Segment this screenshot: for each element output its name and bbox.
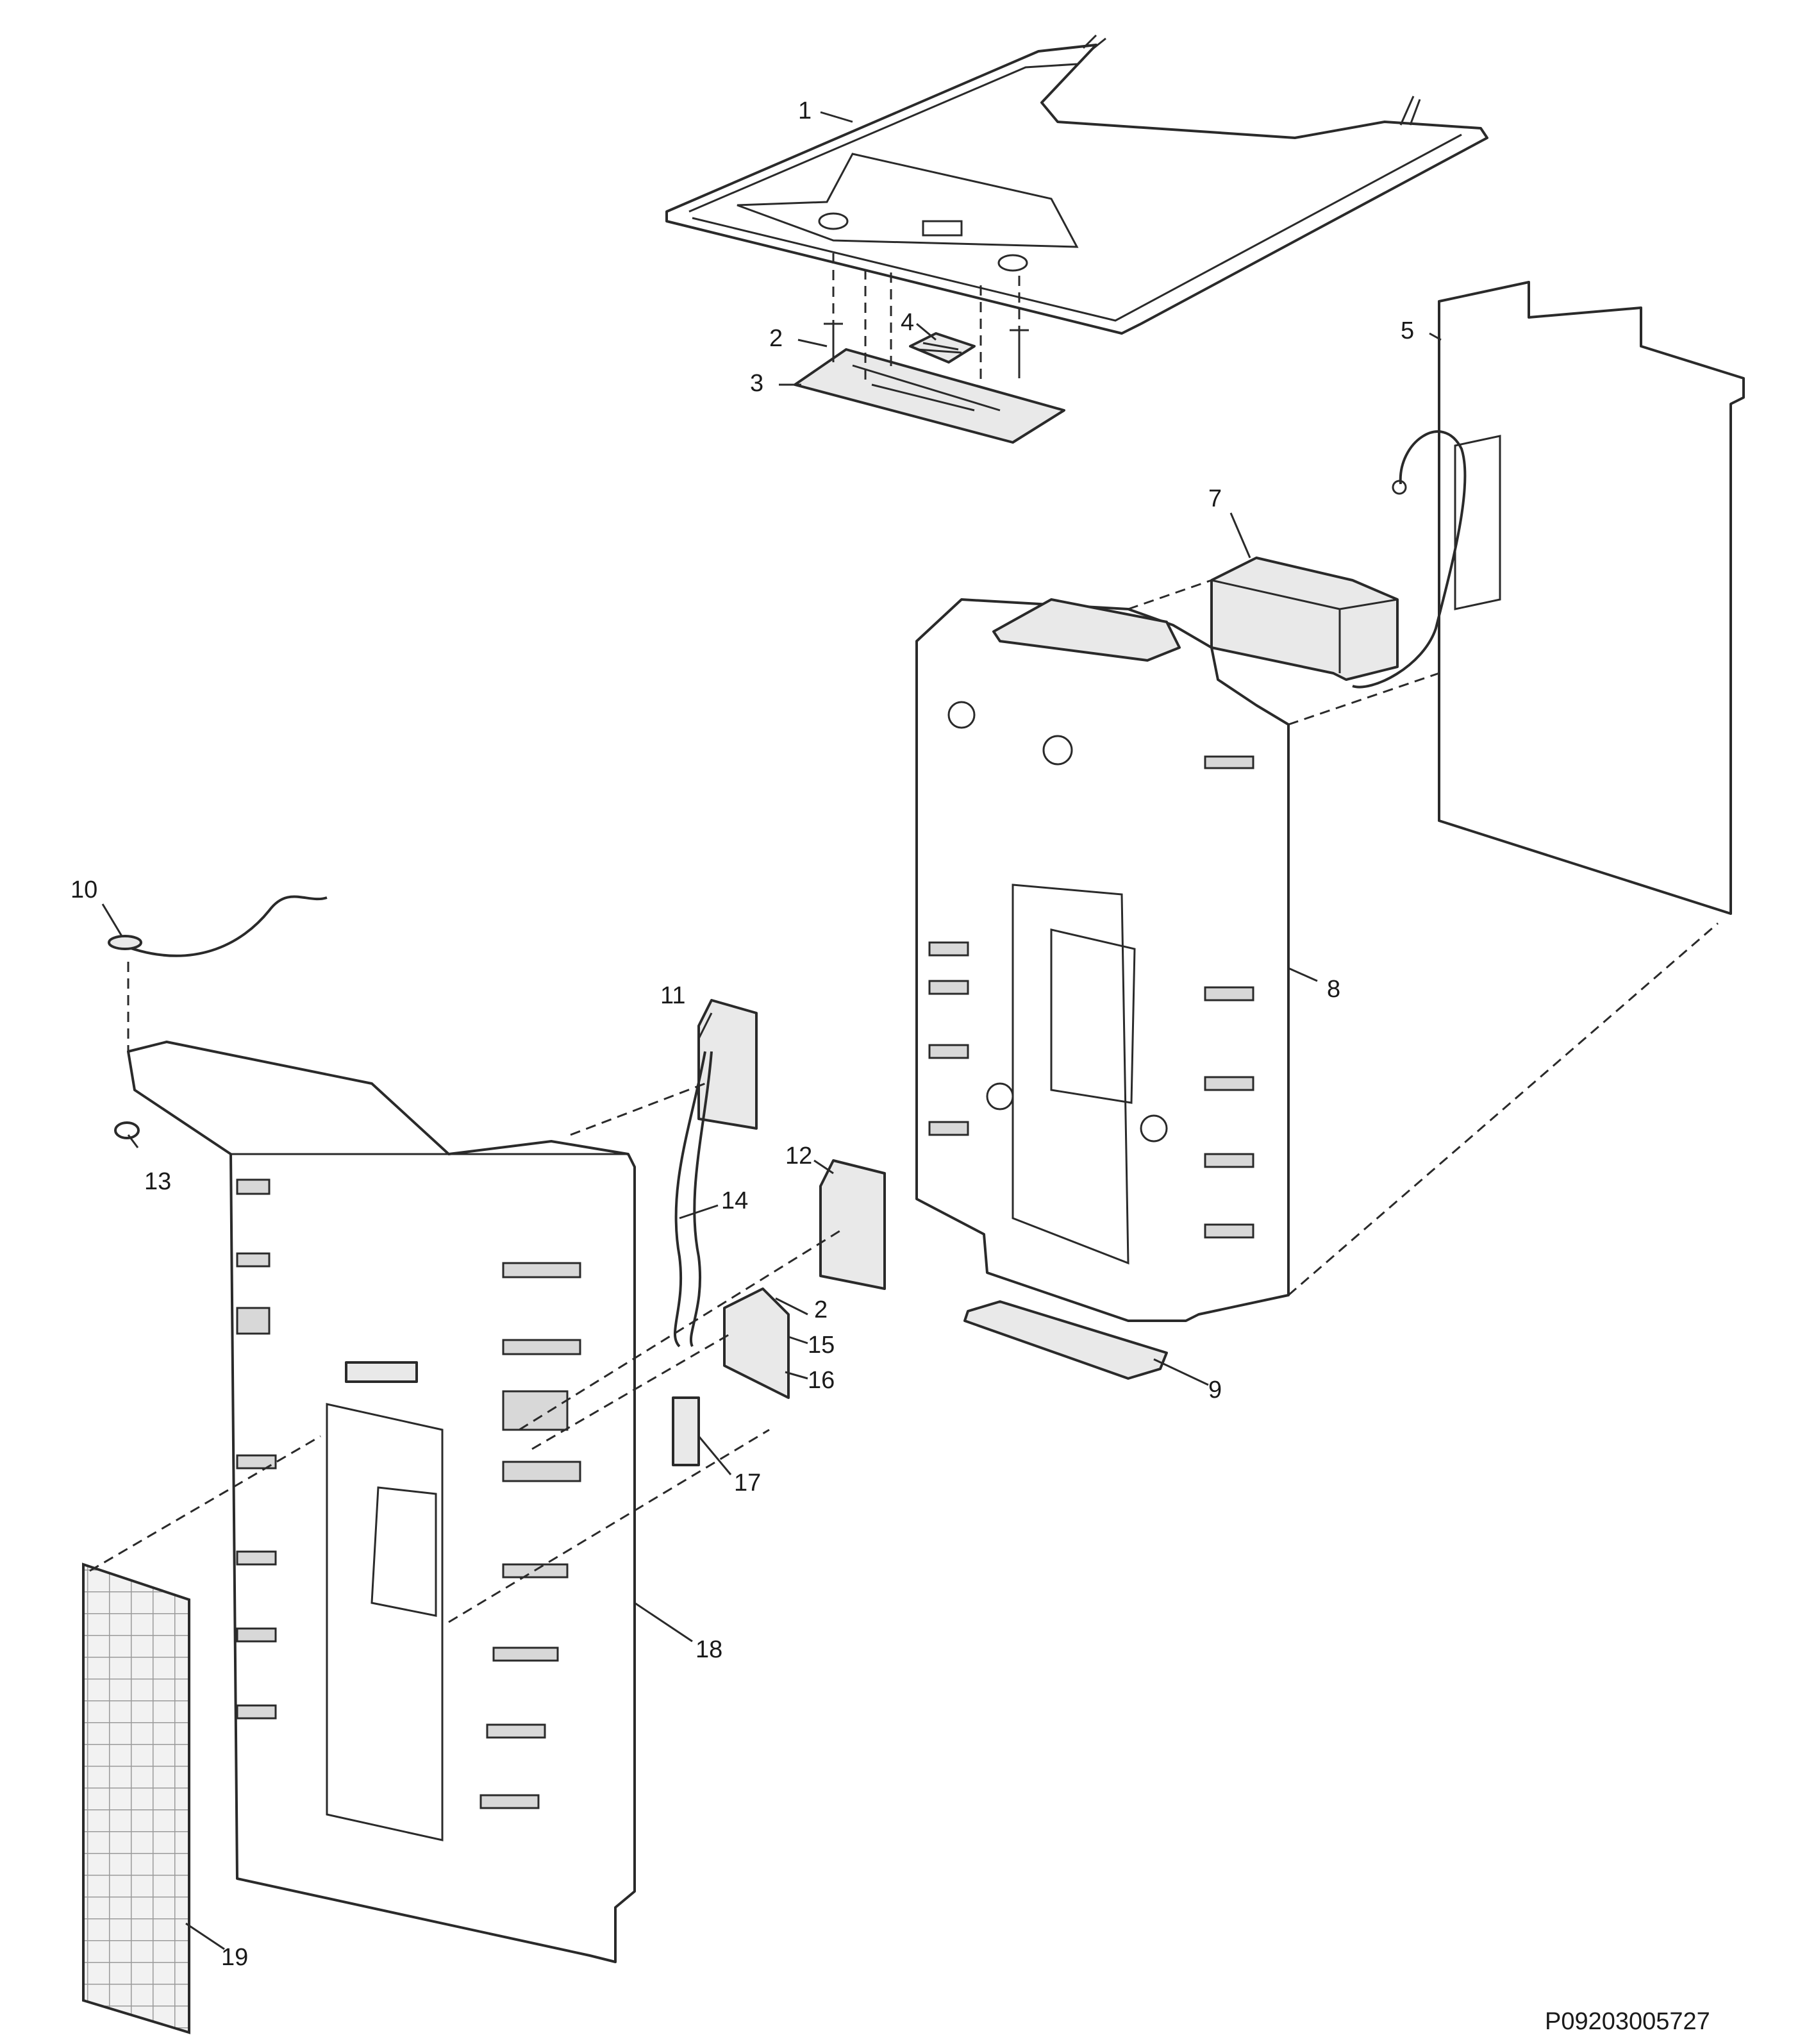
callout-12: 12 [785, 1143, 812, 1169]
callout-18: 18 [696, 1636, 722, 1663]
callout-1: 1 [798, 97, 812, 124]
part-15-16-switch-housing [723, 1287, 790, 1399]
callout-2-top: 2 [769, 325, 783, 352]
callout-9: 9 [1208, 1377, 1222, 1403]
dash-lines-assembly [89, 579, 1719, 1623]
part-18-dispenser-housing [127, 1041, 636, 1963]
callout-labels: 1 2 3 4 5 7 8 9 10 11 12 13 14 2 15 16 1… [71, 97, 1414, 1971]
callout-13: 13 [144, 1168, 171, 1195]
callout-17: 17 [734, 1470, 761, 1496]
part-5-back-panel [1352, 281, 1745, 915]
drawing-code: P09203005727 [1545, 2008, 1710, 2035]
part-10-sensor-wire [108, 895, 328, 957]
callout-19: 19 [221, 1944, 248, 1971]
part-9-bottom-rail [963, 1300, 1168, 1380]
callout-8: 8 [1327, 976, 1340, 1003]
part-14-wire-harness [674, 1051, 713, 1348]
part-11-bracket [697, 999, 758, 1130]
callout-2-lower: 2 [814, 1296, 828, 1323]
part-3-mounting-plate [794, 348, 1065, 444]
callout-16: 16 [808, 1367, 835, 1394]
leader-lines [101, 111, 1442, 1950]
callout-4: 4 [901, 309, 914, 336]
callout-14: 14 [721, 1187, 748, 1214]
callout-7: 7 [1208, 485, 1222, 512]
part-7-motor-unit [1210, 557, 1399, 681]
part-17-spring [672, 1396, 700, 1466]
part-1-top-tray [665, 34, 1488, 335]
callout-5: 5 [1401, 317, 1414, 344]
part-13-bulb [114, 1121, 140, 1139]
callout-10: 10 [71, 876, 97, 903]
part-12-bracket [819, 1159, 886, 1290]
part-19-drip-grille [82, 1562, 190, 2034]
part-8-inner-panel [915, 598, 1290, 1322]
part-4-heating-element [909, 332, 976, 364]
callout-3: 3 [750, 370, 763, 397]
dash-lines-top [832, 253, 1020, 385]
callout-15: 15 [808, 1332, 835, 1359]
callout-11: 11 [660, 982, 685, 1009]
